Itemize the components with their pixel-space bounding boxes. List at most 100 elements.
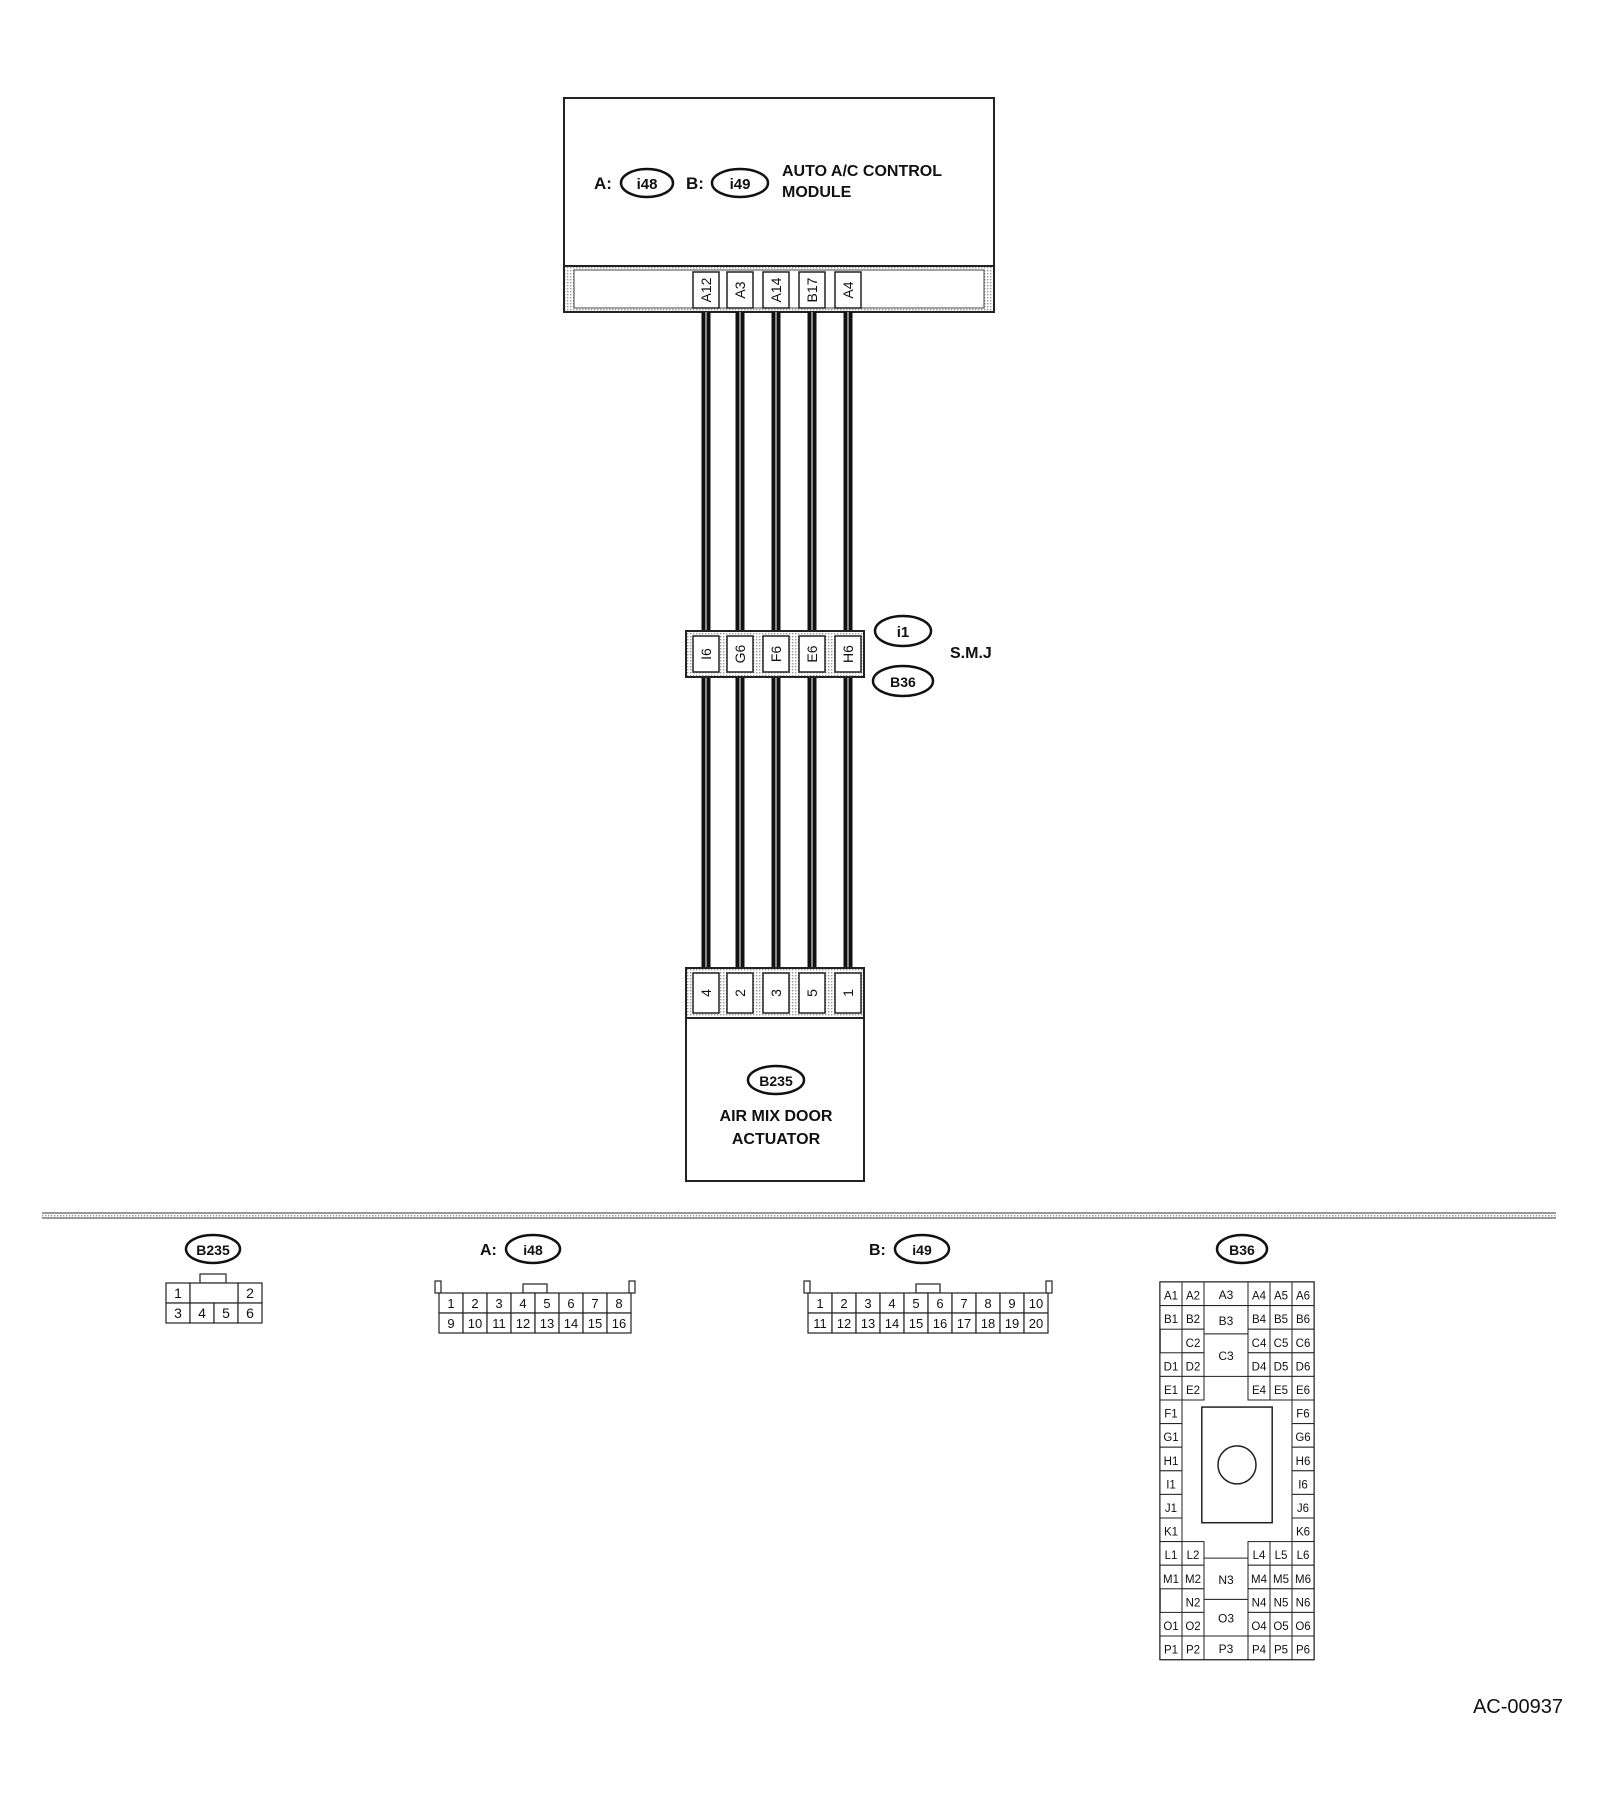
b235-pin-1: 1 — [165, 1282, 191, 1304]
pin-label: 8 — [984, 1296, 991, 1311]
pin-label: 18 — [981, 1316, 995, 1331]
b36-pin-l5: L5 — [1269, 1541, 1293, 1566]
actuator-pin-3: 3 — [762, 972, 790, 1014]
i49-face-pin-3: 3 — [855, 1292, 881, 1314]
pin-label: 16 — [933, 1316, 947, 1331]
module-conn-a-prefix: A: — [594, 174, 612, 193]
smj-name: S.M.J — [950, 645, 992, 662]
pin-label: 10 — [468, 1316, 482, 1331]
pin-label: L1 — [1165, 1550, 1178, 1562]
pin-label: F1 — [1164, 1409, 1177, 1421]
pin-label: 5 — [912, 1296, 919, 1311]
pin-label: K1 — [1164, 1527, 1178, 1539]
smj-pin-label: I6 — [698, 648, 714, 660]
pin-label: 13 — [861, 1316, 875, 1331]
pin-label: D6 — [1296, 1361, 1311, 1373]
pin-label: E5 — [1274, 1385, 1288, 1397]
b36-pin-l6: L6 — [1291, 1541, 1315, 1566]
b235-pin-3: 3 — [165, 1302, 191, 1324]
smj-pin-label: F6 — [768, 646, 784, 663]
b36-pin-n5: N5 — [1269, 1588, 1293, 1613]
b36-pin-a4: A4 — [1247, 1281, 1271, 1307]
b36-pin-n3: N3 — [1203, 1557, 1249, 1600]
b36-pin-g6: G6 — [1291, 1423, 1315, 1448]
pin-label: 2 — [471, 1296, 478, 1311]
pin-label: N3 — [1218, 1573, 1234, 1587]
i49-face-pin-16: 16 — [927, 1312, 953, 1334]
pin-label: 17 — [957, 1316, 971, 1331]
b36-pin-k6: K6 — [1291, 1517, 1315, 1543]
pin-label: M6 — [1295, 1574, 1311, 1586]
pin-label: O6 — [1295, 1621, 1310, 1633]
smj-pin-f6: F6 — [762, 635, 790, 673]
b36-pin-c5: C5 — [1269, 1328, 1293, 1354]
pin-label: 3 — [864, 1296, 871, 1311]
pin-label: C3 — [1218, 1349, 1234, 1363]
actuator-name-line2: ACTUATOR — [732, 1131, 821, 1148]
b36-pin-f1: F1 — [1159, 1399, 1183, 1425]
i49-face-pin-17: 17 — [951, 1312, 977, 1334]
i49-face-pin-9: 9 — [999, 1292, 1025, 1314]
pin-label: O3 — [1218, 1612, 1234, 1626]
module-pin-a3: A3 — [726, 271, 754, 309]
b36-pin-m6: M6 — [1291, 1564, 1315, 1590]
i49-face-prefix: B: — [869, 1242, 886, 1259]
pin-label: F6 — [1296, 1409, 1309, 1421]
module-pin-b17: B17 — [798, 271, 826, 309]
i48-face-pin-12: 12 — [510, 1312, 536, 1334]
b36-pin-f6: F6 — [1291, 1399, 1315, 1425]
pin-label: 4 — [888, 1296, 895, 1311]
b235-pin-5: 5 — [213, 1302, 239, 1324]
b36-pin-h6: H6 — [1291, 1446, 1315, 1472]
i48-face-id: i48 — [523, 1242, 543, 1258]
smj-pin-i6: I6 — [692, 635, 720, 673]
pin-label: O2 — [1185, 1621, 1200, 1633]
b36-pin-d6: D6 — [1291, 1352, 1315, 1377]
pin-label: M5 — [1273, 1574, 1289, 1586]
b36-pin-l4: L4 — [1247, 1541, 1271, 1566]
pin-label: 16 — [612, 1316, 626, 1331]
pin-label: 11 — [492, 1316, 506, 1331]
pin-label: 12 — [837, 1316, 851, 1331]
module-pin-a14: A14 — [762, 271, 790, 309]
b36-pin-g1: G1 — [1159, 1423, 1183, 1448]
pin-label: C4 — [1252, 1338, 1267, 1350]
b36-pin-o6: O6 — [1291, 1611, 1315, 1637]
i48-face-pin-3: 3 — [486, 1292, 512, 1314]
i49-face-pin-12: 12 — [831, 1312, 857, 1334]
module-pin-label: A3 — [732, 281, 748, 298]
module-pin-label: A14 — [768, 277, 784, 302]
pin-label: L5 — [1275, 1550, 1288, 1562]
b36-pin-p5: P5 — [1269, 1635, 1293, 1661]
pin-label: A1 — [1164, 1291, 1178, 1303]
b36-face-id: B36 — [1229, 1242, 1255, 1258]
b36-pin-o2: O2 — [1181, 1611, 1205, 1637]
i49-face-pin-1: 1 — [807, 1292, 833, 1314]
i49-face-pin-13: 13 — [855, 1312, 881, 1334]
pin-label: 5 — [222, 1305, 230, 1321]
i48-face-pin-5: 5 — [534, 1292, 560, 1314]
b36-pin-a2: A2 — [1181, 1281, 1205, 1307]
pin-label: P6 — [1296, 1645, 1310, 1657]
module-pin-label: A4 — [840, 281, 856, 298]
b235-face-id: B235 — [196, 1242, 230, 1258]
actuator-pin-label: 1 — [840, 989, 856, 997]
pin-label: N6 — [1296, 1597, 1311, 1609]
pin-label: 3 — [495, 1296, 502, 1311]
b36-pin-c2: C2 — [1181, 1328, 1205, 1354]
actuator-pin-5: 5 — [798, 972, 826, 1014]
i49-face-pin-20: 20 — [1023, 1312, 1049, 1334]
pin-label: 4 — [198, 1305, 206, 1321]
pin-label: 1 — [816, 1296, 823, 1311]
b36-pin-c6: C6 — [1291, 1328, 1315, 1354]
b36-pin-h1: H1 — [1159, 1446, 1183, 1472]
b36-pin-n6: N6 — [1291, 1588, 1315, 1613]
pin-label: H1 — [1164, 1456, 1179, 1468]
b36-pin-p2: P2 — [1181, 1635, 1205, 1661]
module-conn-b-oval — [710, 167, 770, 199]
b36-pin-n2: N2 — [1181, 1588, 1205, 1613]
actuator-pin-2: 2 — [726, 972, 754, 1014]
